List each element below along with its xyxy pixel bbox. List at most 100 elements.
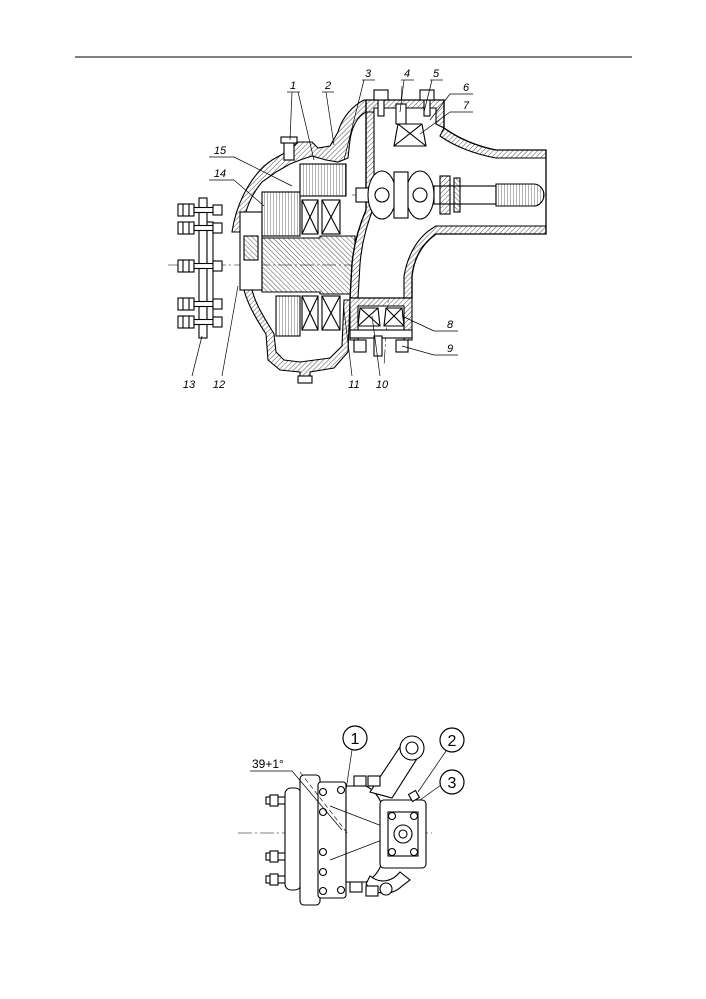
stud-head <box>177 221 195 235</box>
hub-drum <box>299 774 321 906</box>
upper-cap-bolt-stud <box>377 99 385 117</box>
bearing-cross <box>385 307 405 327</box>
leader-10 <box>371 315 381 377</box>
leader-8 <box>401 315 435 332</box>
wheel-stud <box>265 873 287 886</box>
callout-circle <box>342 725 368 751</box>
kingpin-boss-center <box>398 829 408 839</box>
flange-bolt <box>318 807 328 817</box>
callout-number: 2 <box>448 733 457 750</box>
bearing-cross <box>321 295 341 331</box>
section-callout-labels: 1 2 3 4 5 6 7 8 9 10 11 12 13 14 15 <box>183 68 470 391</box>
housing-top-bolt-head <box>280 136 298 144</box>
leader-15 <box>233 156 293 187</box>
leader-5 <box>423 79 433 113</box>
callout-7: 7 <box>463 100 470 112</box>
lower-kingpin-bearing <box>383 307 405 327</box>
leader-2 <box>325 91 335 146</box>
stud-nut <box>212 222 223 234</box>
upper-kingpin-bearing <box>393 123 427 147</box>
flange-bolt <box>318 886 328 896</box>
flange-bolt <box>336 885 346 895</box>
steering-arm-eye <box>399 735 425 761</box>
callout-9: 9 <box>447 343 453 355</box>
bearing-cross <box>301 199 319 235</box>
shaft-seal <box>439 175 451 215</box>
leader-3 <box>343 79 365 161</box>
angle-reference-line <box>299 771 349 835</box>
stud-nut <box>269 794 279 807</box>
stud-nut <box>212 204 223 216</box>
bearing-cross <box>321 199 341 235</box>
leader-14 <box>233 179 265 207</box>
cover-bolt <box>409 847 419 857</box>
leader-12 <box>221 285 239 377</box>
bearing-cross <box>397 123 427 147</box>
upper-kingpin <box>395 103 407 125</box>
housing-bolt-head <box>367 775 381 787</box>
leader-4 <box>399 79 405 113</box>
bearing-cross <box>393 123 423 147</box>
grease-fitting <box>407 789 421 803</box>
lower-kingpin-bearing <box>357 307 381 327</box>
callout-circle <box>439 769 465 795</box>
callout-number: 3 <box>448 775 457 792</box>
bearing-cross <box>301 295 319 331</box>
upper-hub-bearing <box>301 199 319 235</box>
lower-planet-gear <box>275 295 301 337</box>
callout-8: 8 <box>447 319 454 331</box>
wheel-stud <box>265 850 287 863</box>
wheel-stud <box>177 203 223 217</box>
bearing-cross <box>383 307 403 327</box>
leader-9 <box>401 345 435 356</box>
hub-housing-lower-shell <box>243 289 351 383</box>
callout-4: 4 <box>404 68 410 80</box>
callout-2: 2 <box>324 80 331 92</box>
wheel-flange-disk <box>284 787 302 891</box>
leader-11 <box>343 309 353 377</box>
lower-kingpin-stud <box>373 335 383 357</box>
section-view-drawing: 1 2 3 4 5 6 7 8 9 10 11 12 13 14 15 <box>168 68 548 391</box>
kingpin-boss <box>393 824 413 844</box>
flange-bolt <box>318 847 328 857</box>
wheel-stud <box>177 259 223 273</box>
steering-arm-eye-bore <box>405 741 419 755</box>
callout-13: 13 <box>183 379 196 391</box>
stud-nut <box>212 298 223 310</box>
callout-11: 11 <box>348 379 359 391</box>
callout-6: 6 <box>463 82 470 94</box>
callout-leaders <box>191 79 473 377</box>
plan-callout-3: 3 <box>439 769 465 795</box>
callout-12: 12 <box>213 379 225 391</box>
housing-taper-rib <box>329 805 383 861</box>
callout-3: 3 <box>365 68 372 80</box>
lower-hub-bearing <box>301 295 319 331</box>
shaft-seal-ring <box>453 177 461 213</box>
wheel-stud <box>177 297 223 311</box>
cv-joint-spider <box>393 171 409 219</box>
cover-bolt <box>409 811 419 821</box>
flange-bolt <box>318 787 328 797</box>
callout-number: 1 <box>351 731 360 748</box>
lower-arm-eye <box>379 882 393 896</box>
planet-pinion-gear <box>261 191 301 237</box>
leader-1b <box>297 91 315 161</box>
callout-circle <box>439 727 465 753</box>
plan-leader-1 <box>345 749 353 791</box>
housing-top-bolt-shank <box>283 141 295 161</box>
stud-nut <box>269 873 279 886</box>
cv-joint-inner-yoke <box>367 170 397 220</box>
leader-6 <box>429 93 451 121</box>
drain-plug <box>297 375 313 384</box>
bearing-cross <box>357 307 379 327</box>
plan-leader-3 <box>419 784 442 801</box>
upper-cap-bolt-head <box>419 89 435 101</box>
flange-bolt <box>318 867 328 877</box>
cover-bolt <box>387 811 397 821</box>
lower-cap-bolt-head <box>353 339 367 353</box>
callout-14: 14 <box>214 168 226 180</box>
flange-bolt <box>336 785 346 795</box>
callout-10: 10 <box>376 379 389 391</box>
lower-hub-bearing <box>321 295 341 331</box>
